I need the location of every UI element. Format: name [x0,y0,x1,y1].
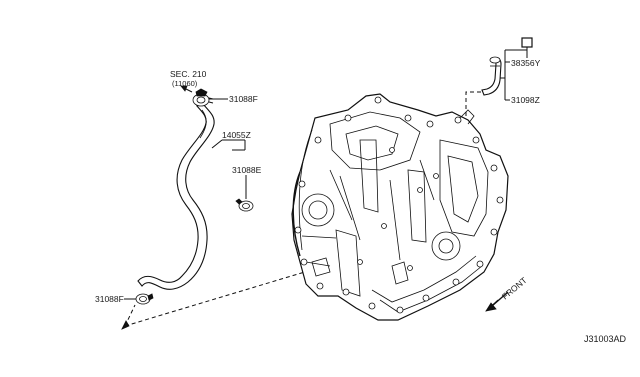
diagram-code: J31003AD [584,334,627,344]
label-clamp-bottom: 31088F [95,294,124,304]
hose-clamp-bottom [135,293,154,305]
sec-ref-line2: (11060) [172,79,198,88]
front-direction-arrow [485,291,509,312]
breather-assembly [481,37,533,96]
cooler-hose [137,103,215,290]
case-bolts [294,96,504,314]
label-front: FRONT [500,275,529,301]
label-breather-cap: 38356Y [511,58,541,68]
leader-lines [121,50,510,330]
label-clamp-top: 31088F [229,94,258,104]
hose-clamp-top [192,88,214,107]
transmission-case [291,93,509,321]
hose-clamp-mid [235,198,254,212]
label-hose: 14055Z [222,130,251,140]
sec-ref-line1: SEC. 210 [170,69,207,79]
label-breather-tube: 31098Z [511,95,540,105]
label-clamp-mid: 31088E [232,165,262,175]
